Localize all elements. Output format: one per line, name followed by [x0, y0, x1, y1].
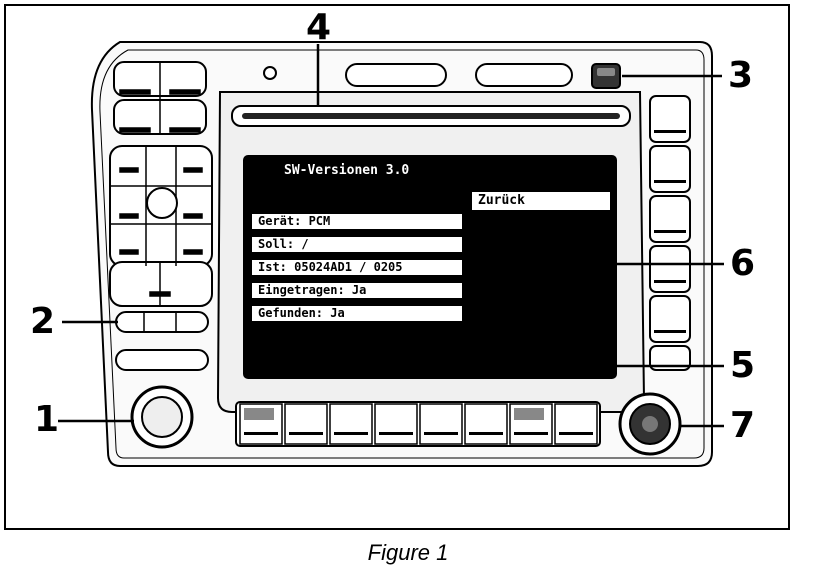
cd-slot-opening	[242, 113, 620, 119]
unit-housing-inner	[99, 49, 705, 459]
joystick-center	[146, 187, 178, 219]
top-button-right	[475, 63, 573, 87]
callout-3: 3	[728, 55, 754, 96]
screen-row-found: Gefunden: Ja	[252, 306, 462, 323]
screen-row-actual: Ist: 05024AD1 / 0205	[252, 260, 462, 277]
callout-5: 5	[730, 345, 756, 386]
volume-knob	[141, 396, 183, 438]
left-button-cluster	[109, 61, 213, 371]
display-right-panel	[472, 210, 610, 374]
screen-row-device: Gerät: PCM	[252, 214, 462, 231]
callout-6: 6	[730, 243, 756, 284]
softkeys	[239, 403, 598, 445]
screen-title: SW-Versionen 3.0	[284, 163, 410, 178]
screen-row-registered: Eingetragen: Ja	[252, 283, 462, 300]
top-button-left	[345, 63, 447, 87]
screen-row-target: Soll: /	[252, 237, 462, 254]
top-small-knob	[263, 66, 277, 80]
back-softkey-label[interactable]: Zurück	[472, 192, 610, 210]
callout-1: 1	[34, 399, 60, 440]
callout-7: 7	[730, 405, 756, 446]
figure-caption: Figure 1	[367, 540, 449, 565]
callout-2: 2	[30, 301, 56, 342]
callout-4: 4	[306, 7, 332, 48]
